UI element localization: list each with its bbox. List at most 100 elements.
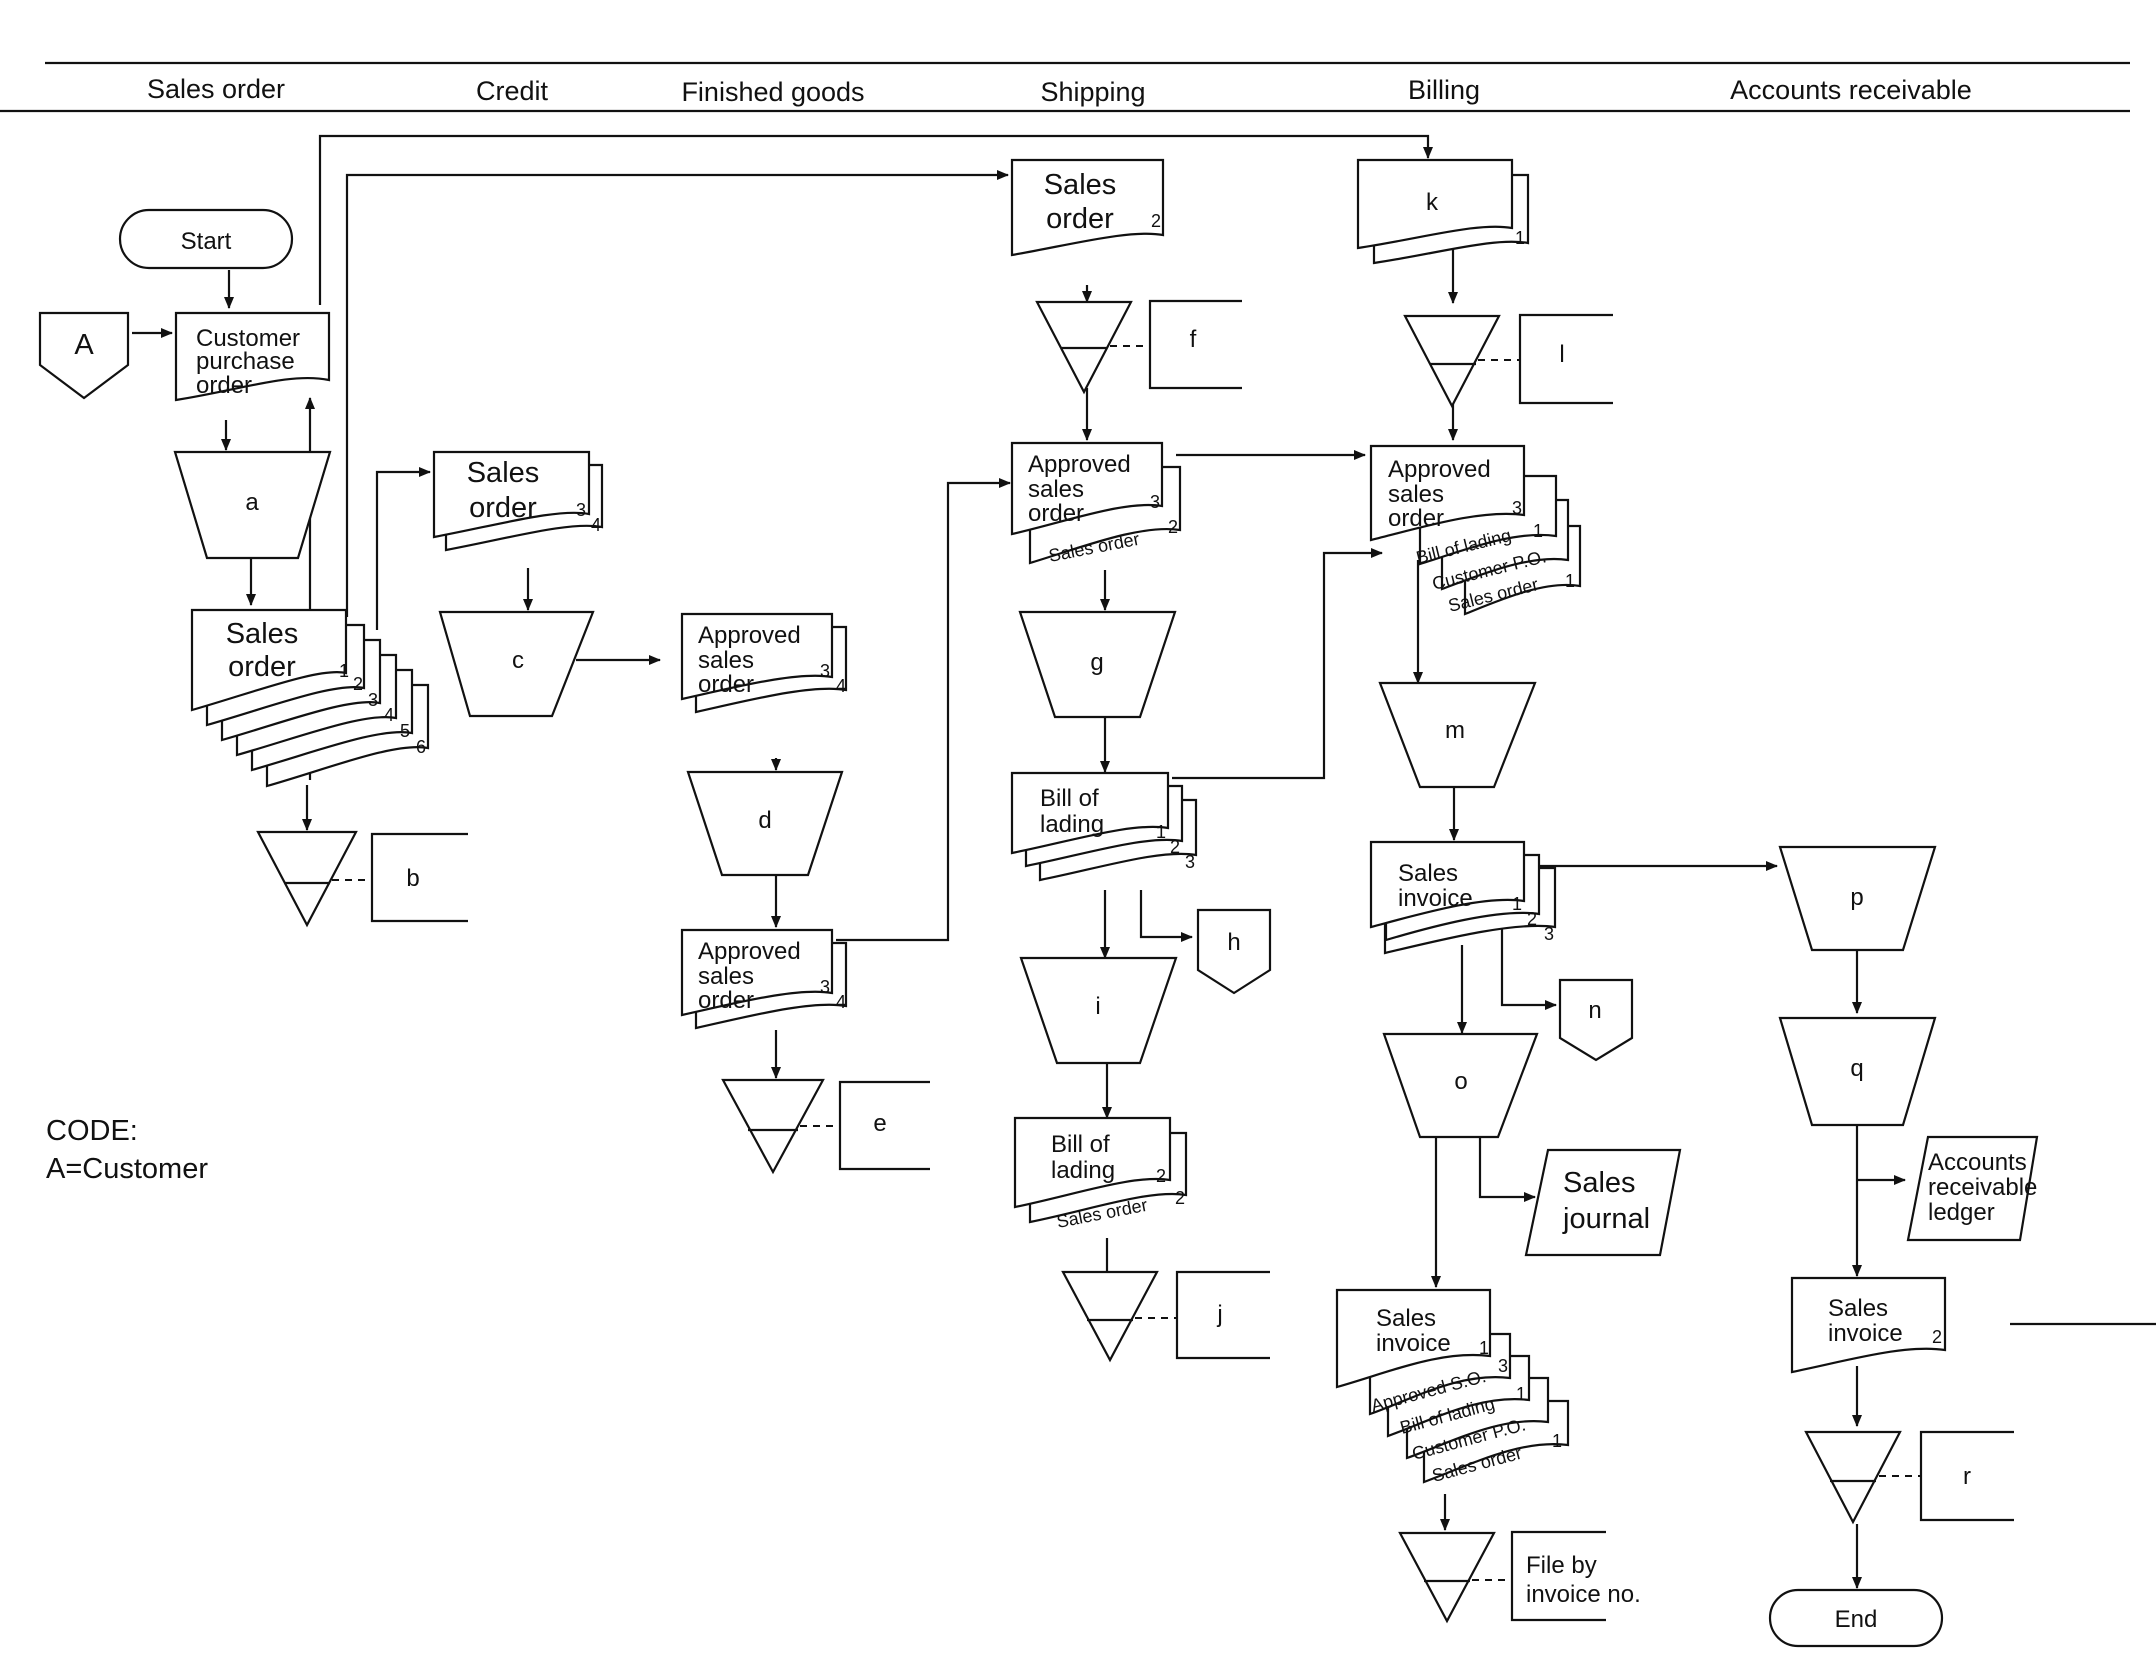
svg-text:Customer: Customer — [196, 325, 300, 352]
svg-text:3: 3 — [820, 661, 830, 681]
svg-text:l: l — [1559, 341, 1564, 368]
svg-text:2: 2 — [1175, 1188, 1185, 1208]
svg-text:g: g — [1090, 649, 1103, 676]
lane-billing: Billing — [1408, 75, 1480, 105]
svg-text:invoice: invoice — [1398, 885, 1473, 912]
svg-text:3: 3 — [1185, 852, 1195, 872]
svg-text:3: 3 — [576, 500, 586, 520]
file-f: f — [1035, 299, 1242, 395]
lane-shipping: Shipping — [1040, 77, 1145, 107]
svg-text:invoice no.: invoice no. — [1526, 1581, 1641, 1608]
sales-order-copies-3-4: Sales order 3 4 — [432, 450, 604, 552]
svg-text:3: 3 — [368, 690, 378, 710]
svg-text:q: q — [1850, 1055, 1863, 1082]
manual-operation-i: i — [1019, 956, 1178, 1065]
svg-text:sales: sales — [1028, 476, 1084, 503]
svg-text:lading: lading — [1040, 811, 1104, 838]
manual-operation-p: p — [1778, 845, 1937, 952]
svg-text:j: j — [1216, 1301, 1222, 1328]
billing-document-set: Approved sales order 3 Bill of lading 1 … — [1369, 444, 1582, 616]
svg-text:Approved: Approved — [1028, 451, 1131, 478]
svg-text:r: r — [1963, 1463, 1971, 1490]
svg-text:Sales: Sales — [1563, 1167, 1636, 1199]
svg-text:4: 4 — [591, 515, 601, 535]
off-page-connector-n: n — [1558, 978, 1634, 1062]
svg-text:c: c — [512, 647, 524, 674]
svg-text:1: 1 — [1479, 1338, 1489, 1358]
manual-operation-a: a — [173, 450, 332, 560]
svg-text:1: 1 — [1533, 521, 1543, 541]
svg-text:receivable: receivable — [1928, 1174, 2037, 1201]
svg-text:sales: sales — [698, 647, 754, 674]
svg-text:Approved: Approved — [698, 622, 801, 649]
svg-text:ledger: ledger — [1928, 1199, 1995, 1226]
svg-text:invoice: invoice — [1376, 1330, 1451, 1357]
lane-accounts-receivable: Accounts receivable — [1730, 75, 1972, 105]
svg-text:a: a — [245, 489, 259, 516]
file-l: l — [1403, 313, 1613, 409]
svg-text:order: order — [698, 671, 754, 698]
accounts-receivable-ledger: Accounts receivable ledger — [1906, 1135, 2039, 1242]
svg-text:2: 2 — [353, 674, 363, 694]
svg-text:f: f — [1190, 326, 1197, 353]
svg-text:2: 2 — [1932, 1327, 1942, 1347]
svg-text:2: 2 — [1168, 517, 1178, 537]
bill-of-lading-copy-2: Bill of lading 2 2 Sales order — [1013, 1116, 1188, 1232]
svg-text:Sales: Sales — [1398, 860, 1458, 887]
svg-text:3: 3 — [1150, 492, 1160, 512]
svg-text:Approved: Approved — [1388, 456, 1491, 483]
svg-text:Sales: Sales — [1828, 1295, 1888, 1322]
customer-connector-a: A — [38, 311, 130, 400]
lane-sales-order: Sales order — [147, 74, 285, 104]
svg-text:Start: Start — [181, 228, 232, 255]
svg-text:5: 5 — [400, 721, 410, 741]
approved-sales-order-1: Approved sales order 3 4 — [680, 612, 848, 714]
svg-text:sales: sales — [698, 963, 754, 990]
end-terminal: End — [1768, 1588, 1944, 1648]
manual-operation-c: c — [438, 610, 595, 718]
sales-invoice-document-set: Sales invoice 1 Approved S.O. 3 Bill of … — [1335, 1288, 1570, 1486]
svg-text:3: 3 — [1544, 924, 1554, 944]
svg-text:order: order — [698, 987, 754, 1014]
customer-purchase-order-doc: Customer purchase order — [174, 311, 331, 402]
svg-text:4: 4 — [384, 705, 394, 725]
svg-text:p: p — [1850, 884, 1863, 911]
svg-text:1: 1 — [1565, 571, 1575, 591]
svg-text:e: e — [873, 1110, 886, 1137]
manual-operation-m: m — [1378, 681, 1537, 789]
code-value: A=Customer — [46, 1153, 208, 1185]
manual-operation-g: g — [1018, 610, 1177, 719]
svg-text:4: 4 — [836, 676, 846, 696]
svg-text:Sales: Sales — [467, 457, 540, 489]
svg-text:k: k — [1426, 189, 1439, 216]
document-k: k 1 — [1356, 158, 1530, 265]
svg-text:End: End — [1835, 1606, 1878, 1633]
svg-text:1: 1 — [1516, 1384, 1526, 1404]
manual-operation-d: d — [686, 770, 844, 877]
svg-text:6: 6 — [416, 737, 426, 757]
svg-text:4: 4 — [836, 992, 846, 1012]
file-e: e — [721, 1078, 930, 1175]
svg-text:3: 3 — [1498, 1356, 1508, 1376]
bill-of-lading-three-part: Bill of lading 1 2 3 — [1010, 771, 1198, 882]
svg-text:A: A — [74, 329, 94, 361]
svg-text:i: i — [1095, 993, 1100, 1020]
svg-text:2: 2 — [1151, 211, 1161, 231]
sales-journal: Sales journal — [1524, 1148, 1682, 1257]
svg-text:Sales: Sales — [226, 618, 299, 650]
svg-text:order: order — [196, 372, 252, 399]
code-label: CODE: — [46, 1115, 138, 1147]
svg-text:1: 1 — [339, 661, 349, 681]
lane-credit: Credit — [476, 76, 549, 106]
svg-text:order: order — [469, 492, 537, 524]
svg-text:Sales: Sales — [1044, 169, 1117, 201]
svg-text:journal: journal — [1562, 1203, 1650, 1235]
svg-text:File by: File by — [1526, 1552, 1597, 1579]
svg-text:o: o — [1454, 1068, 1467, 1095]
sales-order-copy-2: Sales order 2 — [1010, 158, 1165, 257]
svg-text:1: 1 — [1515, 228, 1525, 248]
sales-invoice-three-part: Sales invoice 1 2 3 — [1369, 840, 1557, 955]
approved-sales-order-shipping: Approved sales order 3 2 Sales order — [1010, 441, 1182, 566]
svg-text:n: n — [1588, 997, 1601, 1024]
